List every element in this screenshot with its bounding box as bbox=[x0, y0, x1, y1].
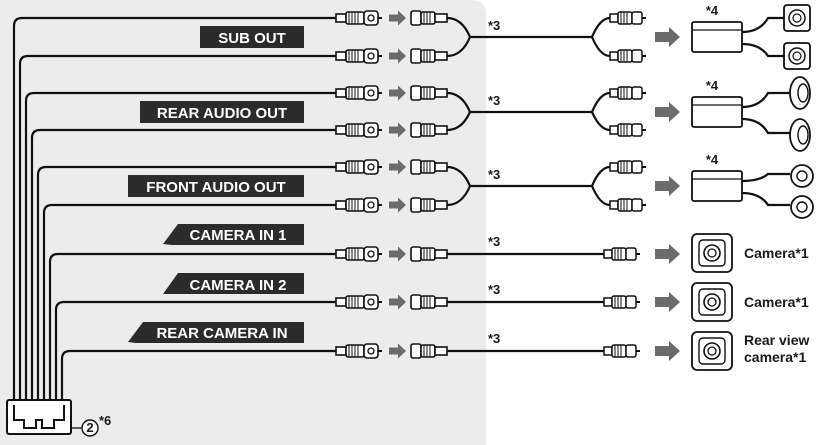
harness-connector: 2 *6 bbox=[6, 399, 111, 437]
connector-label-camera-in-2: CAMERA IN 2 bbox=[163, 273, 304, 294]
connector-label-front-audio-out: FRONT AUDIO OUT bbox=[128, 175, 304, 197]
camera-1-label: Camera*1 bbox=[744, 245, 809, 261]
svg-text:*3: *3 bbox=[488, 18, 500, 33]
camera-2-label: Camera*1 bbox=[744, 294, 809, 310]
harness-footnote: *6 bbox=[99, 413, 111, 428]
svg-text:CAMERA IN 2: CAMERA IN 2 bbox=[190, 277, 287, 294]
subwoofer-icon bbox=[783, 4, 811, 70]
right-arrow-icon bbox=[655, 27, 680, 361]
svg-text:*4: *4 bbox=[706, 78, 719, 93]
svg-text:*3: *3 bbox=[488, 331, 500, 346]
amplifier-footnotes: *4 *4 *4 bbox=[706, 3, 719, 167]
harness-number: 2 bbox=[86, 420, 93, 435]
svg-text:REAR AUDIO OUT: REAR AUDIO OUT bbox=[157, 105, 287, 122]
svg-text:*3: *3 bbox=[488, 93, 500, 108]
connector-label-camera-in-1: CAMERA IN 1 bbox=[163, 224, 304, 245]
rear-view-camera-label-line2: camera*1 bbox=[744, 349, 806, 365]
connector-label-sub-out: SUB OUT bbox=[200, 26, 304, 48]
svg-text:*3: *3 bbox=[488, 282, 500, 297]
footnote-markers: *3 *3 *3 *3 *3 *3 bbox=[488, 18, 500, 346]
svg-text:*3: *3 bbox=[488, 234, 500, 249]
svg-text:*3: *3 bbox=[488, 167, 500, 182]
device-side-plugs bbox=[603, 11, 647, 358]
connector-label-rear-camera-in: REAR CAMERA IN bbox=[128, 322, 304, 343]
extension-cables bbox=[446, 16, 611, 353]
camera-icon bbox=[691, 233, 733, 371]
unit-side-panel bbox=[0, 0, 486, 445]
speaker-icon bbox=[789, 76, 814, 219]
svg-text:REAR CAMERA IN: REAR CAMERA IN bbox=[156, 325, 287, 342]
speaker-wires bbox=[741, 16, 790, 207]
svg-text:SUB OUT: SUB OUT bbox=[218, 30, 286, 47]
connector-label-rear-audio-out: REAR AUDIO OUT bbox=[140, 101, 304, 123]
harness-wires bbox=[12, 16, 336, 400]
svg-text:CAMERA IN 1: CAMERA IN 1 bbox=[190, 227, 287, 244]
amplifier-icon bbox=[691, 21, 743, 202]
svg-text:*4: *4 bbox=[706, 3, 719, 18]
rear-view-camera-label-line1: Rear view bbox=[744, 332, 809, 348]
svg-text:FRONT AUDIO OUT: FRONT AUDIO OUT bbox=[146, 179, 285, 196]
svg-text:*4: *4 bbox=[706, 152, 719, 167]
